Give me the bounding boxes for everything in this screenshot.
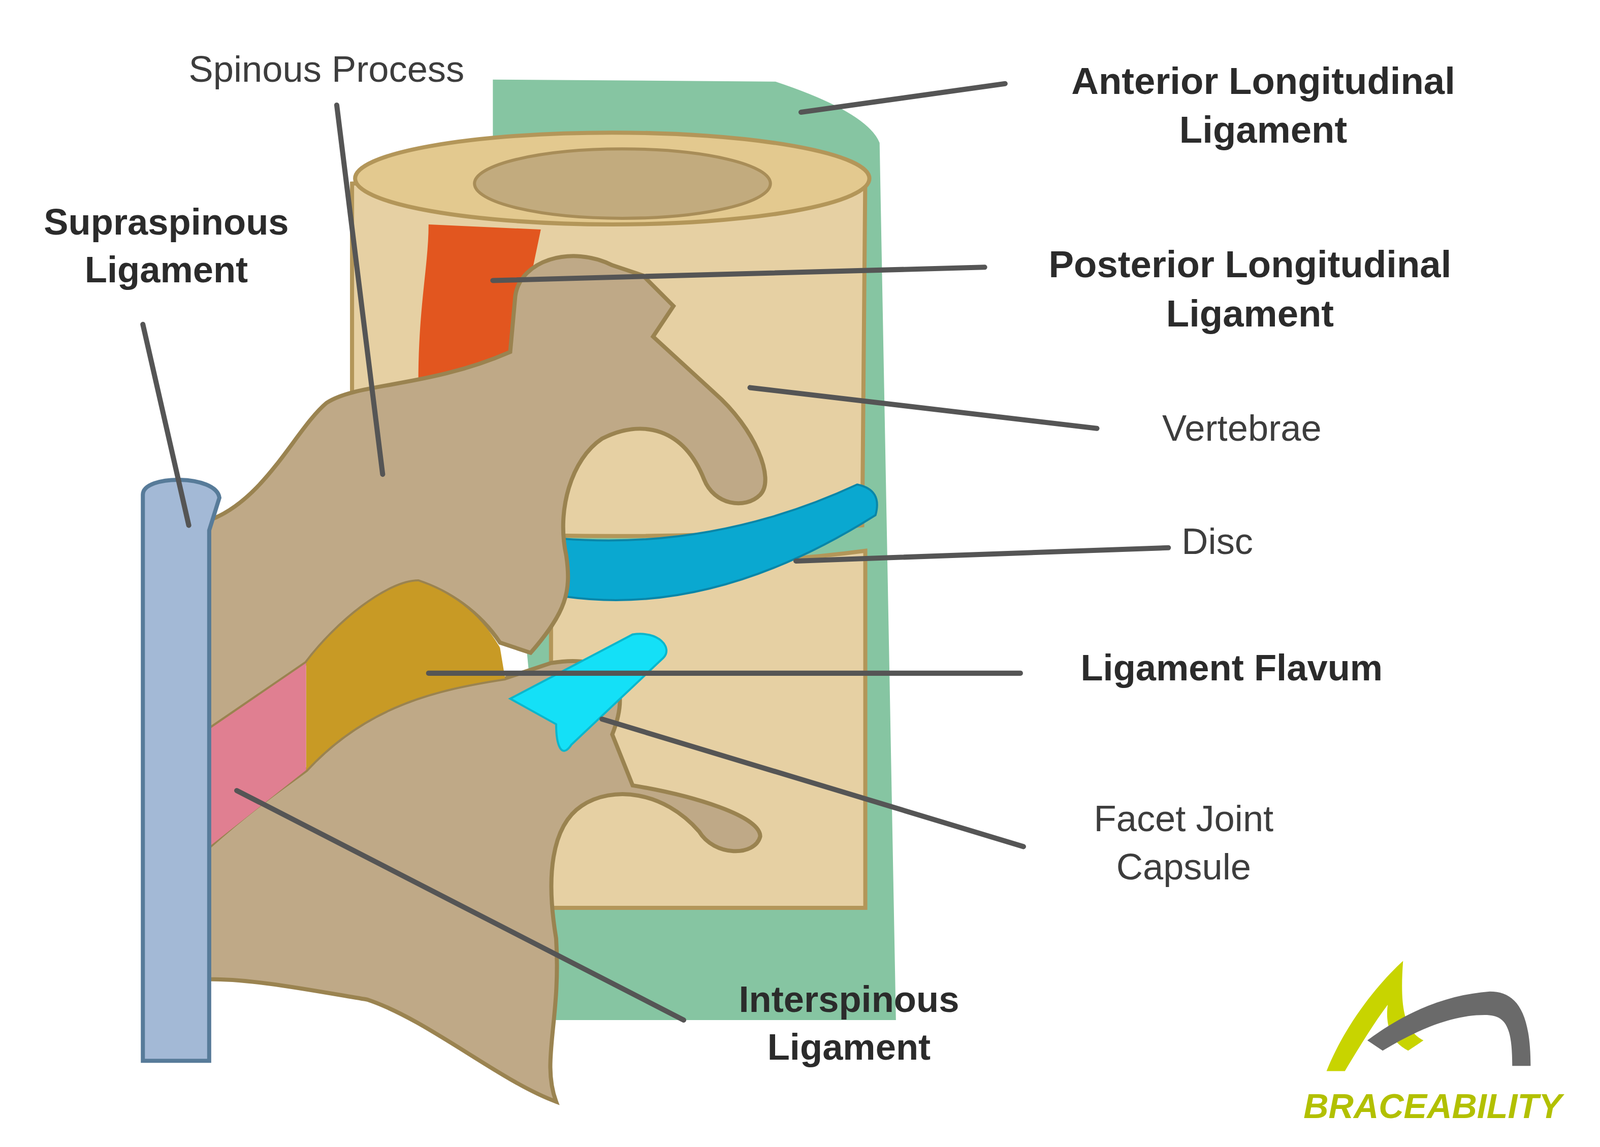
leader-line (492, 267, 985, 281)
cancellous-bone (474, 148, 771, 219)
part-label: Disc (1115, 518, 1320, 567)
supraspinous-ligament (142, 480, 220, 1062)
vertebral-endplate (355, 132, 870, 225)
part-label: Facet Joint Capsule (1035, 795, 1332, 892)
leader-line (428, 670, 1021, 677)
leader-line (142, 324, 189, 526)
logo-mark (1367, 992, 1531, 1067)
part-label: Supraspinous Ligament (13, 199, 320, 295)
leader-line (801, 83, 1006, 113)
part-label: Vertebrae (1089, 405, 1396, 454)
lower-posterior-arch (209, 661, 761, 1103)
leader-line (601, 719, 1024, 847)
part-label: Spinous Process (132, 45, 521, 94)
part-label: Interspinous Ligament (685, 976, 1013, 1073)
leader-line (750, 387, 1098, 429)
leader-line (795, 548, 1169, 562)
intervertebral-disc (561, 484, 878, 601)
part-label: Posterior Longitudinal Ligament (1000, 240, 1500, 339)
part-label: Ligament Flavum (1017, 645, 1447, 693)
part-label: Anterior Longitudinal Ligament (1008, 57, 1519, 156)
logo-watermark: BRACEABILITY (1284, 1083, 1581, 1129)
leader-line (236, 790, 684, 1021)
leader-line (336, 105, 383, 475)
leader-lines (142, 83, 1169, 1021)
